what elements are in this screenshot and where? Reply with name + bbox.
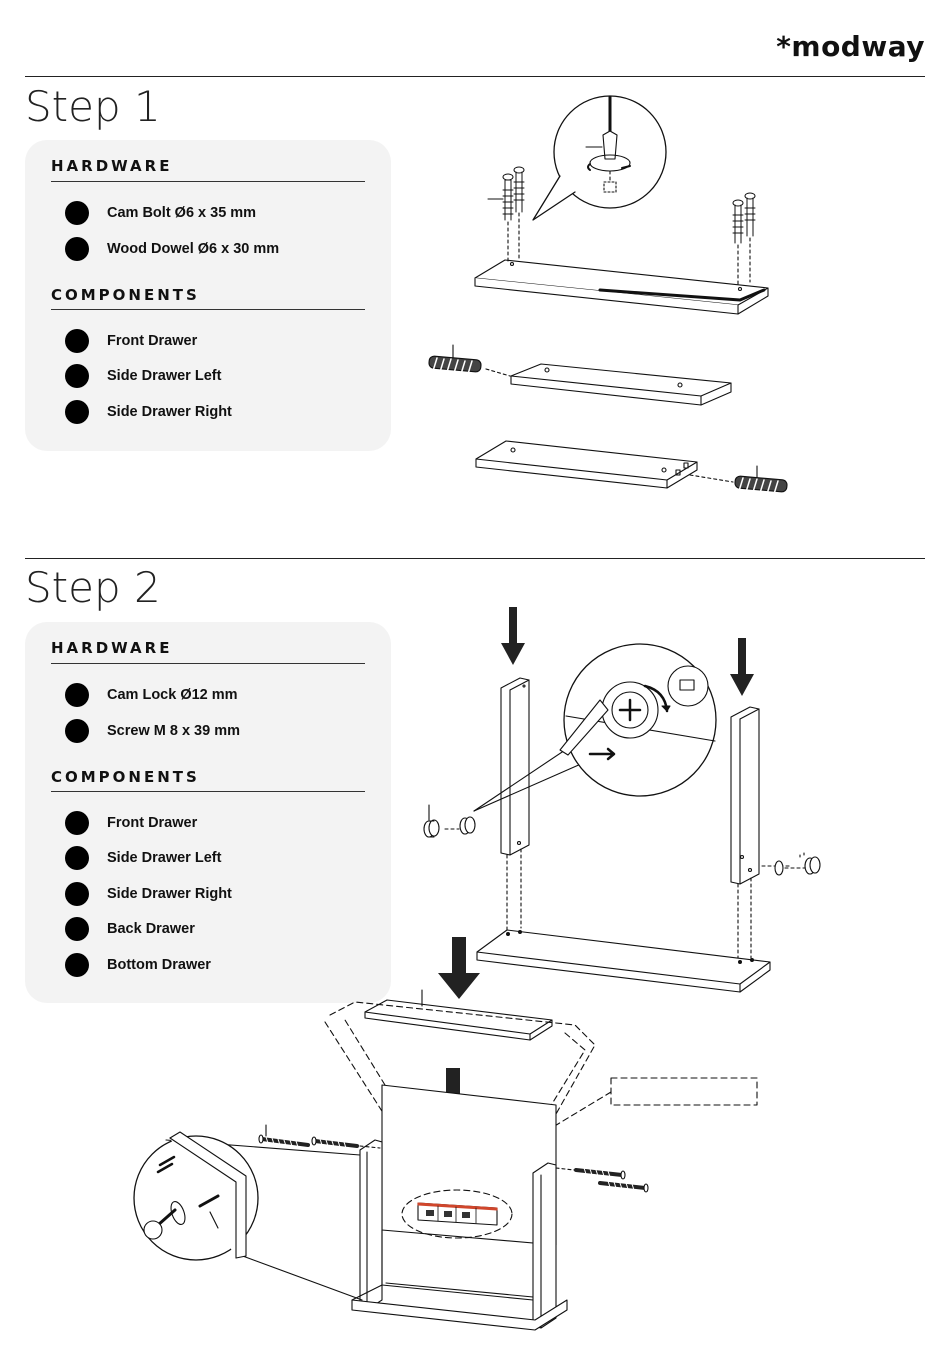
side-drawer-left-board bbox=[511, 364, 731, 405]
screw-detail-callout bbox=[134, 1132, 362, 1300]
side-panel-right bbox=[731, 707, 790, 960]
side-drawer-right-board bbox=[476, 441, 697, 488]
side-panel-left bbox=[501, 678, 529, 930]
front-drawer-base bbox=[477, 930, 770, 992]
wood-dowel-right bbox=[690, 466, 787, 494]
assembled-drawer bbox=[352, 1085, 567, 1330]
step-1-detail-callout bbox=[533, 96, 666, 220]
front-drawer-board bbox=[475, 260, 768, 314]
cam-locks bbox=[424, 805, 820, 875]
wood-dowel-left bbox=[429, 345, 510, 376]
